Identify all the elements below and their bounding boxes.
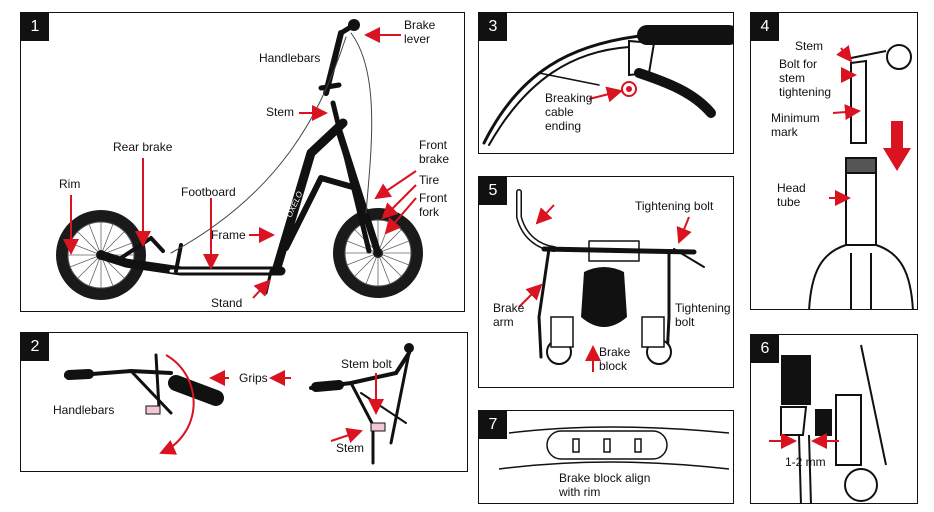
label-stem: Stem bbox=[795, 39, 824, 53]
label-grips: Grips bbox=[239, 371, 268, 385]
label-handlebars: Handlebars bbox=[259, 51, 321, 65]
label-breaking-cable-ending: Breaking cable ending bbox=[545, 91, 593, 133]
panel-3: 3 Breaking cable ending bbox=[478, 12, 734, 154]
label-brake-arm: Brake arm bbox=[493, 301, 525, 329]
panel-2: 2 Handlebars Grips Ste bbox=[20, 332, 468, 472]
panel-number: 4 bbox=[751, 13, 779, 41]
panel-number: 7 bbox=[479, 411, 507, 439]
label-stand: Stand bbox=[211, 296, 243, 310]
label-stem: Stem bbox=[336, 441, 365, 455]
panel-number: 2 bbox=[21, 333, 49, 361]
label-front-fork: Front fork bbox=[419, 191, 448, 219]
label-tightening-bolt-side: Tightening bolt bbox=[675, 301, 731, 329]
label-rim: Rim bbox=[59, 177, 81, 191]
label-footboard: Footboard bbox=[181, 185, 236, 199]
label-gap: 1-2 mm bbox=[785, 455, 826, 469]
v-brake-illustration bbox=[516, 189, 705, 372]
brake-lever-knob bbox=[348, 19, 360, 31]
label-head-tube: Head tube bbox=[777, 181, 806, 209]
panel-number: 3 bbox=[479, 13, 507, 41]
panel-4: 4 Stem Bolt for stem tightening Minimum … bbox=[750, 12, 918, 310]
panel-7: 7 Brake block align with rim bbox=[478, 410, 734, 504]
panel-5: 5 Tightening bolt Brake arm Brake block … bbox=[478, 176, 734, 388]
label-minimum-mark: Minimum mark bbox=[771, 111, 820, 139]
label-handlebars: Handlebars bbox=[53, 403, 115, 417]
panel-number: 6 bbox=[751, 335, 779, 363]
scooter-illustration: OXELO bbox=[56, 19, 423, 300]
label-tightening-bolt-top: Tightening bolt bbox=[635, 199, 714, 213]
panel-1: 1 bbox=[20, 12, 465, 312]
panel-number: 1 bbox=[21, 13, 49, 41]
label-stem: Stem bbox=[266, 105, 295, 119]
label-stem-bolt: Stem bolt bbox=[341, 357, 392, 371]
label-front-brake: Front brake bbox=[419, 138, 450, 166]
label-rear-brake: Rear brake bbox=[113, 140, 173, 154]
brake-block-alignment-illustration bbox=[498, 426, 730, 470]
label-brake-lever: Brake lever bbox=[404, 18, 436, 46]
label-tire: Tire bbox=[419, 173, 440, 187]
label-bolt-for-stem-tightening: Bolt for stem tightening bbox=[779, 57, 832, 99]
label-frame: Frame bbox=[211, 228, 246, 242]
label-brake-block-align: Brake block align with rim bbox=[559, 471, 651, 499]
panel-6: 6 1-2 mm bbox=[750, 334, 918, 504]
panel-number: 5 bbox=[479, 177, 507, 205]
brake-gap-illustration bbox=[769, 344, 887, 503]
handlebar-assembly-illustration bbox=[64, 343, 414, 465]
annotation-arrows bbox=[63, 27, 417, 299]
brake-lever-illustration bbox=[482, 25, 733, 146]
label-brake-block: Brake block bbox=[599, 345, 631, 373]
stem-head-tube-illustration bbox=[808, 44, 914, 309]
